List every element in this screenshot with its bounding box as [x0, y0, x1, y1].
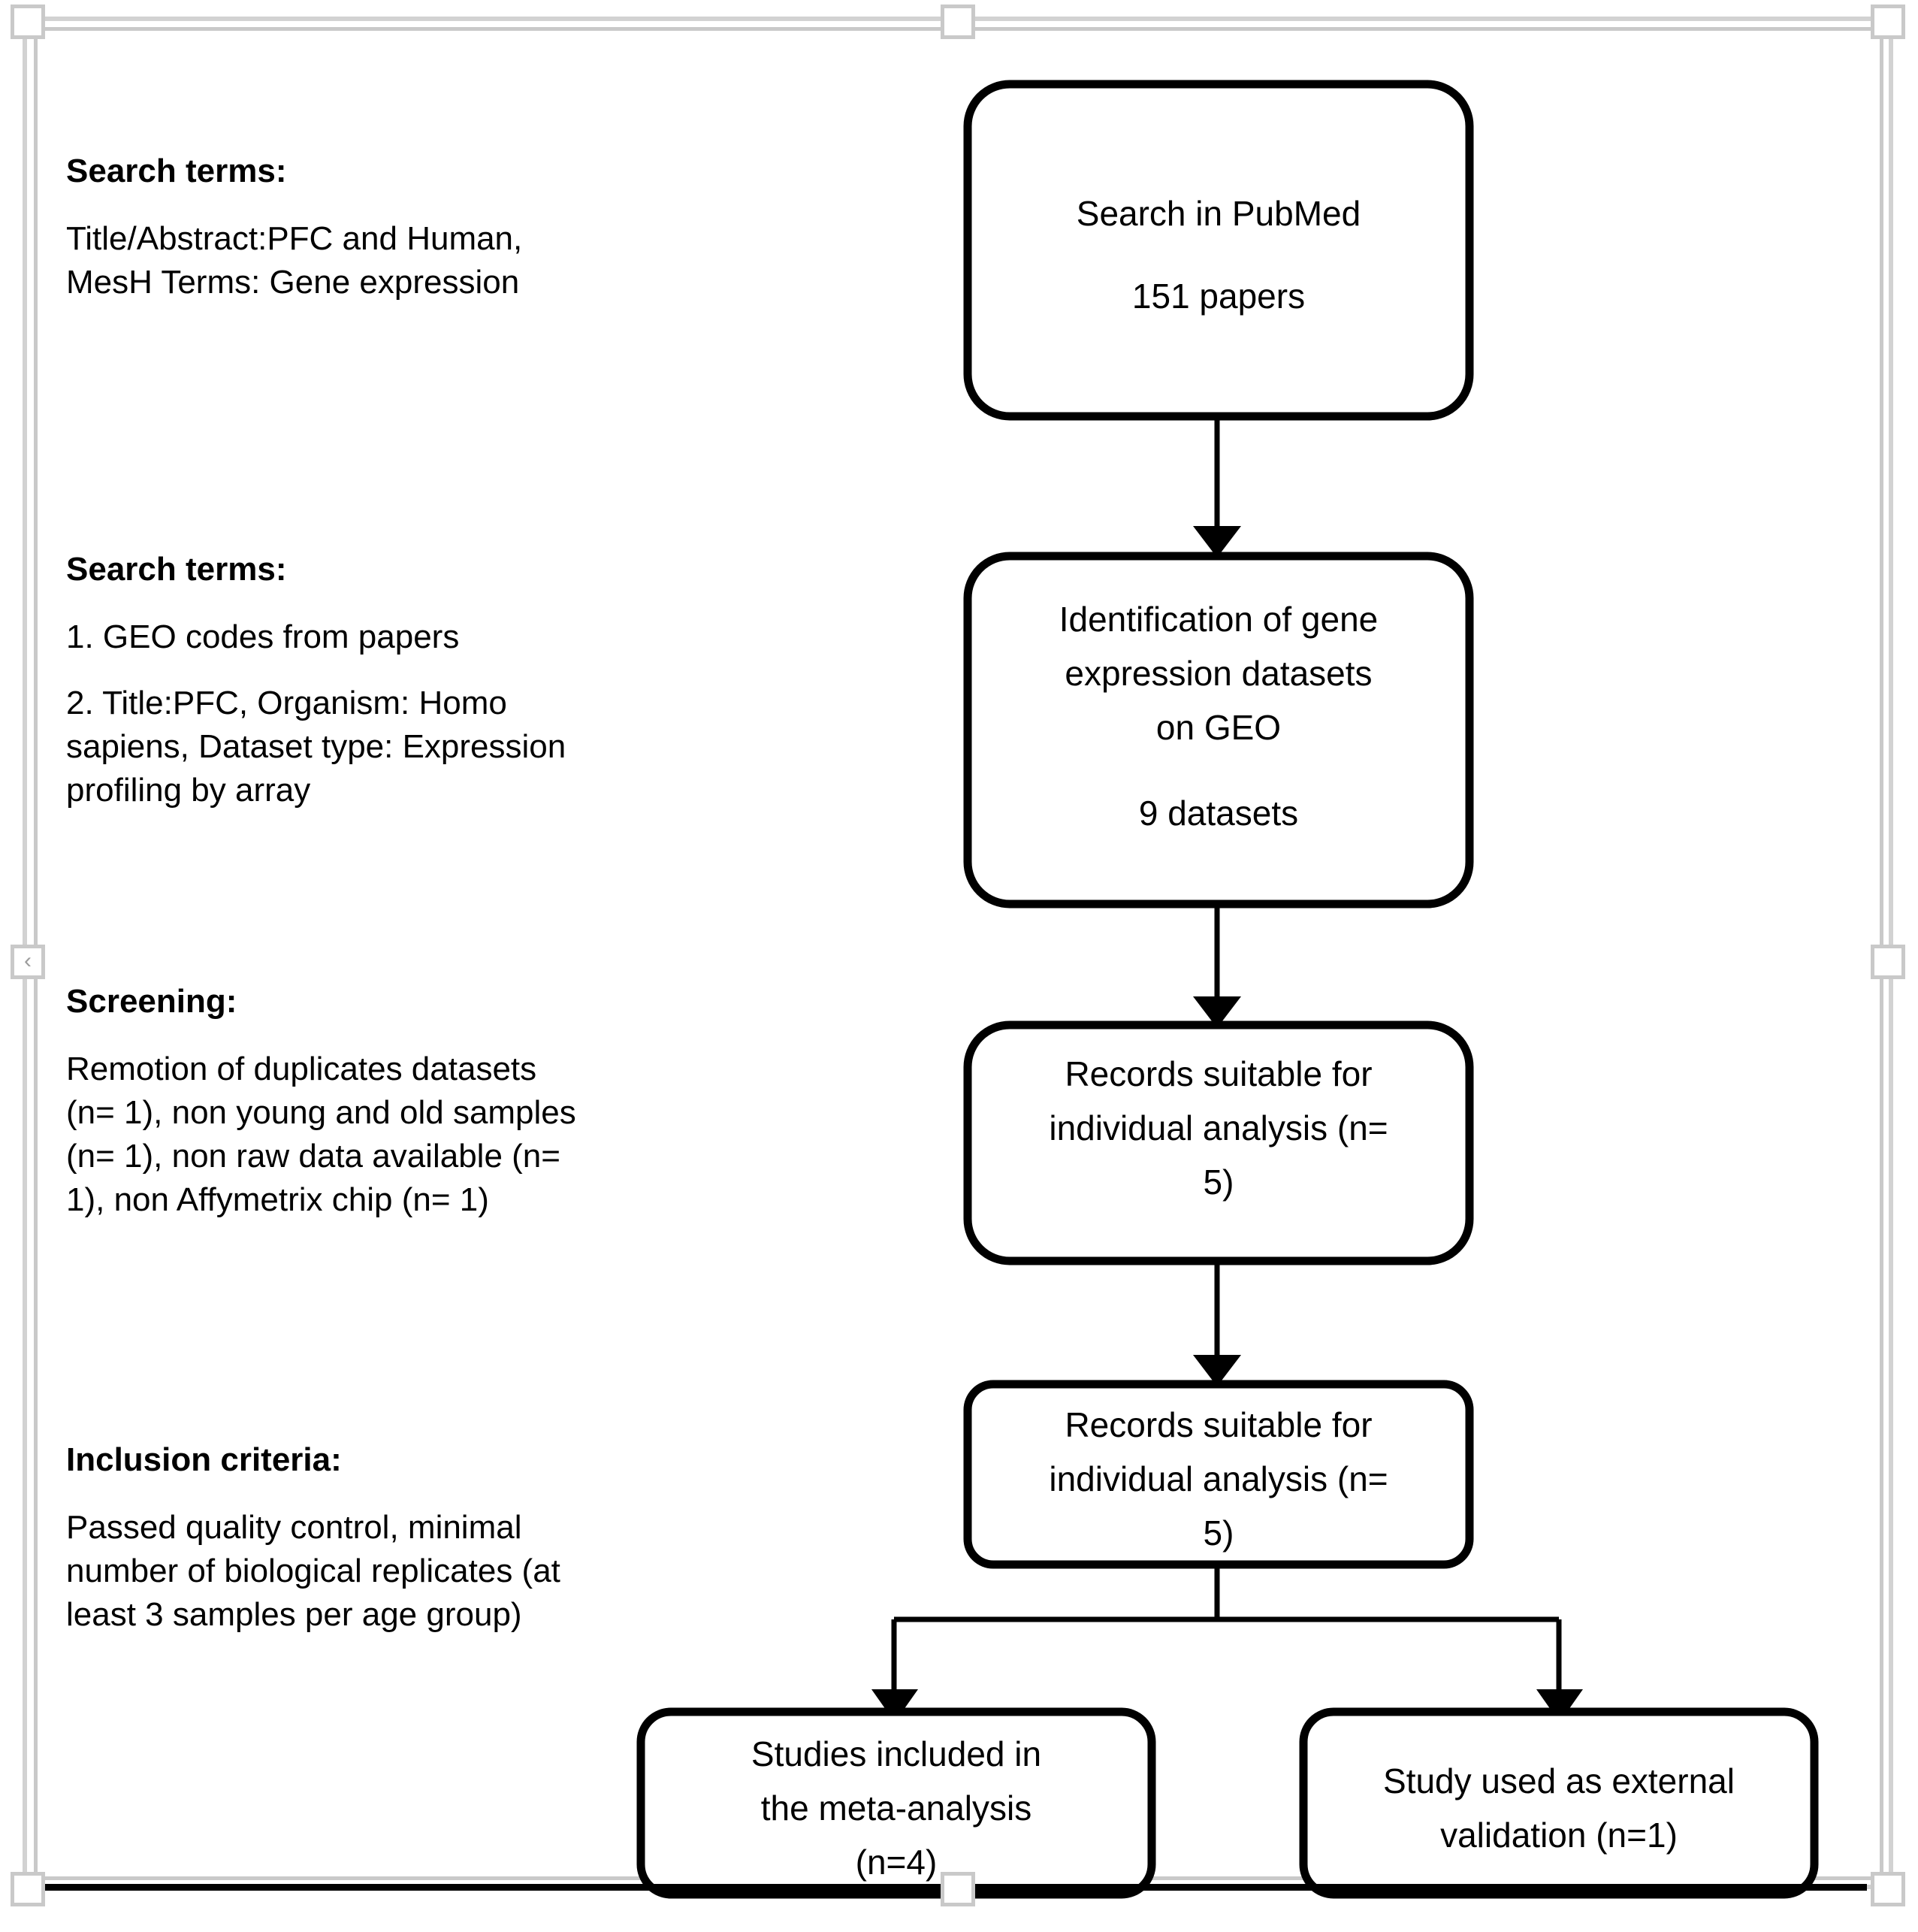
annotation-search-terms-geo: Search terms: 1. GEO codes from papers 2…	[66, 549, 584, 812]
node-studies-meta-analysis[interactable]: Studies included in the meta-analysis (n…	[636, 1707, 1156, 1899]
resize-handle-top-left[interactable]	[11, 5, 45, 39]
connectors	[871, 416, 1583, 1722]
node-identification-geo[interactable]: Identification of gene expression datase…	[963, 552, 1474, 909]
node-label-line-4: 9 datasets	[1139, 794, 1298, 833]
node-label-line-2: 151 papers	[1132, 277, 1305, 316]
resize-handle-middle-left[interactable]: ‹	[11, 945, 45, 979]
arrowhead-to-external-validation	[1536, 1689, 1583, 1722]
node-records-suitable-1[interactable]: Records suitable for individual analysis…	[963, 1020, 1474, 1265]
annotation-heading: Screening:	[66, 983, 237, 1020]
annotation-screening: Screening: Remotion of duplicates datase…	[66, 981, 584, 1222]
node-label-line-1: Studies included in	[751, 1734, 1041, 1773]
annotation-body: Remotion of duplicates datasets (n= 1), …	[66, 1051, 576, 1219]
node-search-pubmed[interactable]: Search in PubMed 151 papers	[963, 80, 1474, 421]
annotation-body: Passed quality control, minimal number o…	[66, 1509, 560, 1634]
node-label-line-2: expression datasets	[1065, 654, 1372, 693]
arrowhead-1-to-2	[1193, 526, 1241, 558]
node-records-suitable-2[interactable]: Records suitable for individual analysis…	[963, 1380, 1474, 1569]
resize-handle-middle-right[interactable]	[1871, 945, 1905, 979]
annotation-inclusion-criteria: Inclusion criteria: Passed quality contr…	[66, 1439, 584, 1637]
node-box[interactable]	[963, 80, 1474, 421]
annotation-heading: Search terms:	[66, 153, 287, 189]
resize-handle-bottom-left[interactable]	[11, 1872, 45, 1906]
node-label-line-1: Records suitable for	[1065, 1405, 1372, 1444]
node-box[interactable]	[963, 552, 1474, 909]
resize-handle-top-center[interactable]	[941, 5, 975, 39]
node-box[interactable]	[636, 1707, 1156, 1899]
node-box[interactable]	[963, 1020, 1474, 1265]
arrowhead-3-to-4	[1193, 1355, 1241, 1386]
annotation-body-item-2: 2. Title:PFC, Organism: Homo sapiens, Da…	[66, 685, 566, 809]
node-label-line-2: validation (n=1)	[1440, 1816, 1678, 1855]
arrowhead-2-to-3	[1193, 996, 1241, 1028]
node-label-line-2: individual analysis (n=	[1049, 1108, 1388, 1147]
node-label-line-1: Identification of gene	[1059, 600, 1379, 639]
node-box[interactable]	[963, 1380, 1474, 1569]
resize-handle-bottom-right[interactable]	[1871, 1872, 1905, 1906]
annotation-heading: Search terms:	[66, 551, 287, 588]
annotation-search-terms-pubmed: Search terms: Title/Abstract:PFC and Hum…	[66, 150, 584, 304]
node-label-line-2: the meta-analysis	[761, 1788, 1032, 1828]
resize-handle-bottom-center[interactable]	[941, 1872, 975, 1906]
node-label-line-1: Search in PubMed	[1077, 194, 1361, 233]
annotation-body: Title/Abstract:PFC and Human, MesH Terms…	[66, 220, 523, 301]
node-label-line-3: 5)	[1204, 1513, 1234, 1553]
node-label-line-3: (n=4)	[856, 1843, 938, 1882]
annotation-heading: Inclusion criteria:	[66, 1441, 342, 1478]
node-label-line-1: Study used as external	[1383, 1761, 1735, 1800]
node-label-line-3: on GEO	[1156, 708, 1281, 747]
node-label-line-1: Records suitable for	[1065, 1054, 1372, 1093]
chevron-left-icon: ‹	[24, 948, 32, 973]
resize-handle-top-right[interactable]	[1871, 5, 1905, 39]
annotation-body-item-1: 1. GEO codes from papers	[66, 618, 460, 655]
node-box[interactable]	[1299, 1707, 1819, 1899]
arrowhead-to-meta-analysis	[871, 1689, 918, 1722]
node-external-validation[interactable]: Study used as external validation (n=1)	[1299, 1707, 1819, 1899]
node-label-line-3: 5)	[1204, 1163, 1234, 1202]
node-label-line-2: individual analysis (n=	[1049, 1459, 1388, 1498]
